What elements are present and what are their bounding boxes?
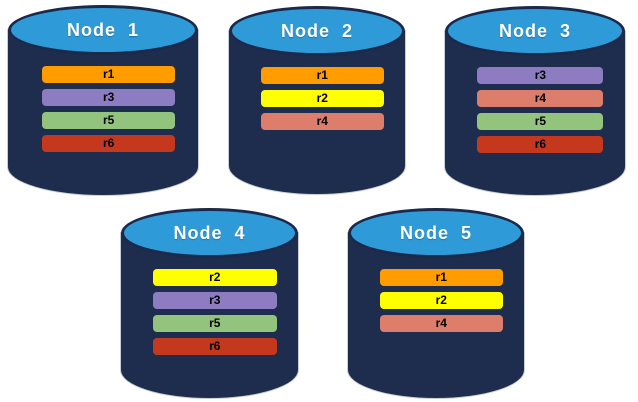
replica-bar-r2: r2 (379, 292, 503, 309)
node-title: Node 3 (498, 20, 571, 41)
node-title: Node 1 (66, 19, 139, 40)
replica-list: r3 r4 r5 r6 (477, 67, 604, 159)
database-cylinder-top: Node 5 (348, 208, 524, 258)
database-cylinder-top: Node 2 (229, 6, 405, 56)
database-node-2: Node 2 r1 r2 r4 (229, 6, 405, 194)
replica-bar-r4: r4 (260, 113, 384, 130)
database-node-1: Node 1 r1 r3 r5 r6 (8, 5, 198, 195)
replica-bar-r3: r3 (152, 292, 277, 309)
replica-bar-r6: r6 (42, 135, 176, 152)
replica-bar-r2: r2 (152, 269, 277, 286)
replica-bar-r5: r5 (42, 112, 176, 129)
database-node-5: Node 5 r1 r2 r4 (348, 208, 524, 398)
replica-bar-r4: r4 (379, 315, 503, 332)
database-cylinder-top: Node 4 (121, 208, 298, 258)
replica-bar-r6: r6 (152, 338, 277, 355)
database-node-3: Node 3 r3 r4 r5 r6 (445, 6, 625, 195)
replica-bar-r1: r1 (260, 67, 384, 84)
replica-bar-r3: r3 (42, 89, 176, 106)
replica-bar-r5: r5 (477, 113, 604, 130)
replica-bar-r4: r4 (477, 90, 604, 107)
replica-list: r1 r2 r4 (260, 67, 384, 136)
node-title: Node 2 (280, 20, 353, 41)
database-cylinder-body (229, 31, 405, 194)
replica-bar-r1: r1 (379, 269, 503, 286)
replica-bar-r2: r2 (260, 90, 384, 107)
replica-list: r1 r2 r4 (379, 269, 503, 338)
database-node-4: Node 4 r2 r3 r5 r6 (121, 208, 298, 398)
database-cylinder-top: Node 3 (445, 6, 625, 56)
replica-bar-r6: r6 (477, 136, 604, 153)
node-title: Node 4 (173, 222, 246, 243)
replica-bar-r3: r3 (477, 67, 604, 84)
replica-list: r1 r3 r5 r6 (42, 66, 176, 158)
database-cylinder-top: Node 1 (8, 5, 198, 55)
replica-bar-r5: r5 (152, 315, 277, 332)
node-title: Node 5 (399, 222, 472, 243)
replica-list: r2 r3 r5 r6 (152, 269, 277, 361)
replica-bar-r1: r1 (42, 66, 176, 83)
